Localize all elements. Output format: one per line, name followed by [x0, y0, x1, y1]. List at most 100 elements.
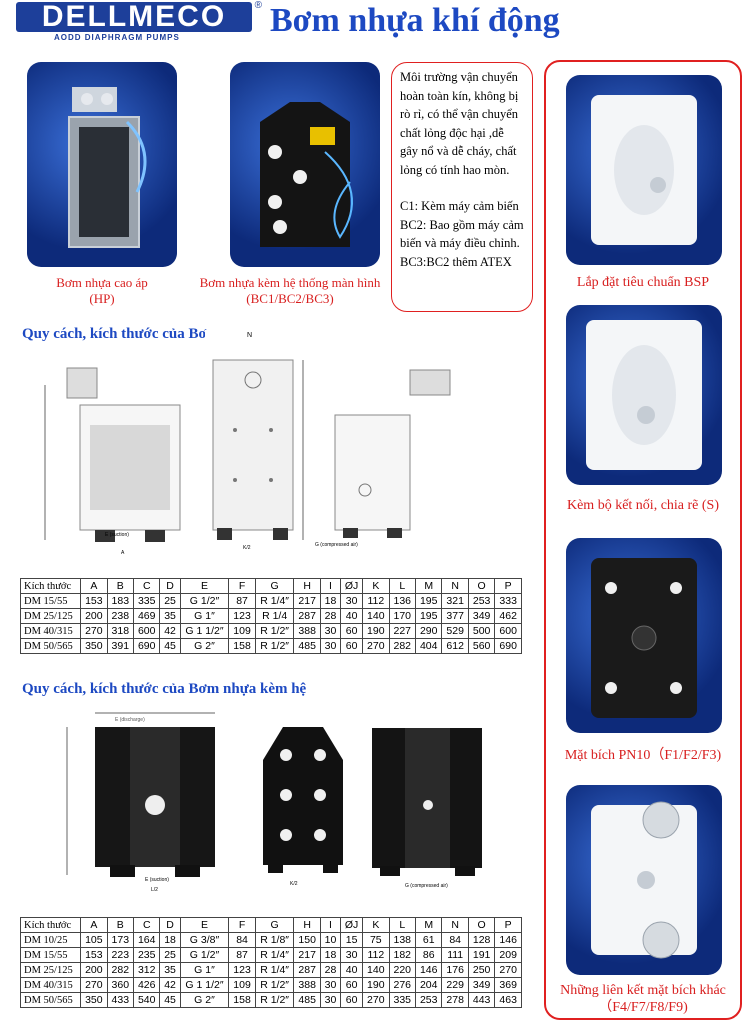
- system-pump-drawing-front: E (discharge) E (suction) L/2: [55, 705, 235, 900]
- table-cell: 60: [340, 623, 364, 639]
- table-header: N: [441, 917, 469, 933]
- label-k2: K/2: [290, 881, 298, 887]
- table-cell: 153: [80, 593, 108, 609]
- caption-hp: Bơm nhựa cao áp (HP): [27, 275, 177, 307]
- table-cell: 150: [293, 932, 321, 948]
- table-cell: 469: [133, 608, 161, 624]
- table-cell: 204: [414, 977, 443, 993]
- table-header: D: [159, 578, 181, 594]
- logo-wordmark: DELLMECO: [16, 2, 252, 32]
- table-cell: 86: [414, 947, 443, 963]
- table-cell: 217: [293, 593, 321, 609]
- technical-drawing: [334, 369, 451, 538]
- table-cell: 217: [293, 947, 321, 963]
- table-cell: 235: [133, 947, 161, 963]
- pump-dimension-drawing-side: N K/2: [205, 330, 315, 562]
- table-cell: 270: [80, 977, 108, 993]
- table-cell: 30: [340, 593, 364, 609]
- feature-note-box: Môi trường vận chuyển hoàn toàn kín, khô…: [391, 62, 533, 312]
- table-cell: R 1/8″: [254, 932, 295, 948]
- table-cell: 87: [228, 593, 256, 609]
- table-cell: 600: [133, 623, 161, 639]
- table-cell: 84: [441, 932, 469, 948]
- table-cell: 45: [159, 992, 181, 1008]
- pump-dimension-drawing-end: G (compressed air): [315, 360, 465, 562]
- table-cell: 176: [441, 962, 469, 978]
- table-header: M: [414, 917, 443, 933]
- caption-bc-line2: (BC1/BC2/BC3): [246, 291, 334, 306]
- table-cell: G 1/2″: [179, 947, 230, 963]
- table-cell: 200: [80, 608, 108, 624]
- table-cell: 123: [228, 962, 256, 978]
- table-cell: 335: [133, 593, 161, 609]
- table-cell: 30: [319, 977, 342, 993]
- table-cell: 282: [106, 962, 135, 978]
- pump-dimension-drawing-front: E (suction) A: [35, 350, 205, 562]
- table-cell: 369: [494, 977, 522, 993]
- label-k2: K/2: [243, 545, 251, 551]
- white-pump-image: [586, 320, 702, 470]
- table-header: H: [293, 917, 321, 933]
- table-cell: 60: [340, 977, 364, 993]
- page-title: Bơm nhựa khí động: [270, 2, 560, 39]
- note-line: Môi trường vận chuyển: [400, 70, 518, 84]
- table-cell: 140: [362, 608, 390, 624]
- table-cell: 287: [293, 962, 321, 978]
- table-cell: 109: [228, 977, 256, 993]
- pump-spec-table: Kích thước A B C D E F G H I ØJ K L M N …: [19, 578, 522, 654]
- table-cell: 278: [441, 992, 469, 1008]
- table-cell: 270: [362, 992, 390, 1008]
- table-cell: 612: [441, 638, 469, 654]
- table-cell: 40: [340, 962, 364, 978]
- caption-bc-line1: Bơm nhựa kèm hệ thống màn hình: [199, 275, 381, 290]
- black-pump-image: [591, 558, 697, 718]
- table-cell: 227: [388, 623, 417, 639]
- table-header: D: [159, 917, 181, 933]
- table-cell: R 1/2″: [254, 992, 295, 1008]
- table-cell: 105: [80, 932, 108, 948]
- table-cell: 18: [319, 593, 342, 609]
- table-header: C: [133, 578, 161, 594]
- note-line: lỏng có tính hao mòn.: [400, 162, 510, 177]
- table-cell: 443: [467, 992, 496, 1008]
- table-cell: 190: [362, 623, 390, 639]
- table-cell: G 2″: [179, 638, 230, 654]
- table-cell: 462: [494, 608, 522, 624]
- table-header: Kích thước: [19, 917, 82, 933]
- system-pump-spec-table: Kích thước A B C D E F G H I ØJ K L M N …: [19, 917, 522, 1008]
- section-title-pump-dimensions: Quy cách, kích thước của Bơm: [22, 326, 220, 342]
- table-header: B: [106, 917, 135, 933]
- bc-pump-image: [260, 102, 353, 247]
- table-header: E: [179, 578, 230, 594]
- product-photo-hp: [27, 62, 177, 267]
- technical-drawing: [372, 728, 482, 876]
- table-header: O: [467, 917, 496, 933]
- table-cell: 333: [494, 593, 522, 609]
- table-cell: 238: [106, 608, 135, 624]
- table-cell: 540: [133, 992, 161, 1008]
- system-pump-drawing-end: G (compressed air): [360, 720, 490, 900]
- table-cell: 18: [319, 947, 342, 963]
- table-cell: G 1 1/2″: [179, 623, 230, 639]
- table-header: K: [362, 578, 390, 594]
- table-cell: 128: [467, 932, 496, 948]
- table-cell: 136: [388, 593, 417, 609]
- table-cell: 529: [441, 623, 469, 639]
- table-header: B: [106, 578, 135, 594]
- variant-caption-flanges-line2: （F4/F7/F8/F9): [598, 1000, 688, 1015]
- table-cell: 28: [319, 962, 342, 978]
- label-n: N: [247, 332, 253, 339]
- table-cell: 349: [467, 977, 496, 993]
- table-cell: G 3/8″: [179, 932, 230, 948]
- note-line: hoàn toàn kín, không bị: [400, 88, 519, 103]
- table-cell: 253: [414, 992, 443, 1008]
- table-header-row: Kích thước A B C D E F G H I ØJ K L M N …: [19, 917, 522, 933]
- table-cell: G 1/2″: [179, 593, 230, 609]
- table-cell: 170: [388, 608, 417, 624]
- table-cell: 426: [133, 977, 161, 993]
